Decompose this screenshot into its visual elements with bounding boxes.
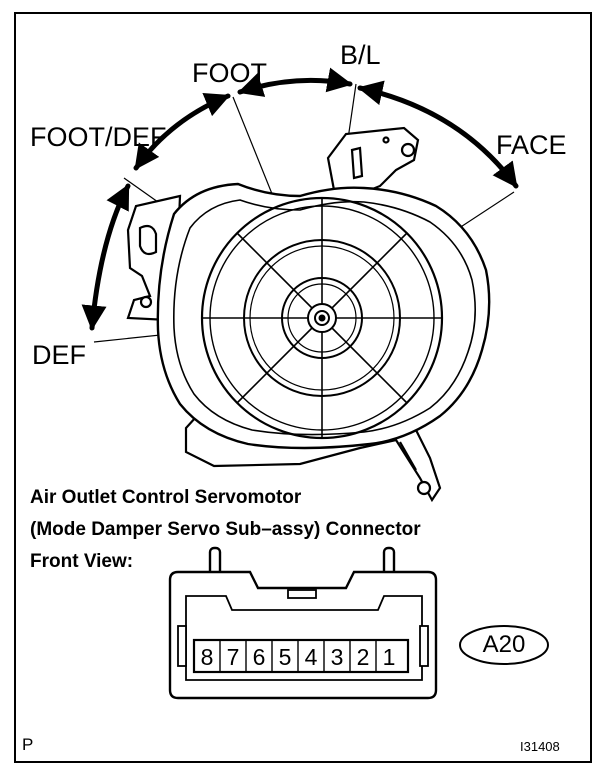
top-bracket bbox=[326, 126, 420, 196]
pin-number: 4 bbox=[304, 644, 318, 670]
label-foot: FOOT bbox=[192, 58, 267, 88]
arc-bl-face bbox=[357, 80, 519, 189]
pin-number: 2 bbox=[356, 644, 370, 670]
label-foot-def: FOOT/DEF bbox=[30, 122, 167, 152]
pin-number: 6 bbox=[252, 644, 266, 670]
pin-number: 1 bbox=[382, 644, 396, 670]
label-face: FACE bbox=[496, 130, 567, 160]
figure-id: I31408 bbox=[520, 739, 560, 754]
label-def: DEF bbox=[32, 340, 86, 370]
pin-number: 5 bbox=[278, 644, 292, 670]
pin-number: 8 bbox=[200, 644, 214, 670]
connector-drawing bbox=[168, 546, 438, 700]
corner-letter: P bbox=[22, 735, 34, 754]
caption-line-1: Air Outlet Control Servomotor bbox=[30, 487, 302, 508]
arc-def-footdef bbox=[81, 183, 131, 331]
caption-line-3: Front View: bbox=[30, 551, 134, 572]
pin-number: 3 bbox=[330, 644, 344, 670]
label-bl: B/L bbox=[340, 40, 381, 70]
range-arcs bbox=[81, 67, 519, 331]
connector-tag: A20 bbox=[482, 631, 526, 658]
diagram-frame bbox=[14, 12, 592, 763]
arc-footdef-foot bbox=[133, 93, 231, 171]
pin-number: 7 bbox=[226, 644, 240, 670]
caption-line-2: (Mode Damper Servo Sub–assy) Connector bbox=[30, 519, 421, 540]
arc-foot-bl bbox=[237, 67, 353, 97]
wheel-spokes bbox=[202, 198, 442, 438]
connector-tag-outline bbox=[459, 625, 549, 665]
hub bbox=[307, 303, 337, 333]
